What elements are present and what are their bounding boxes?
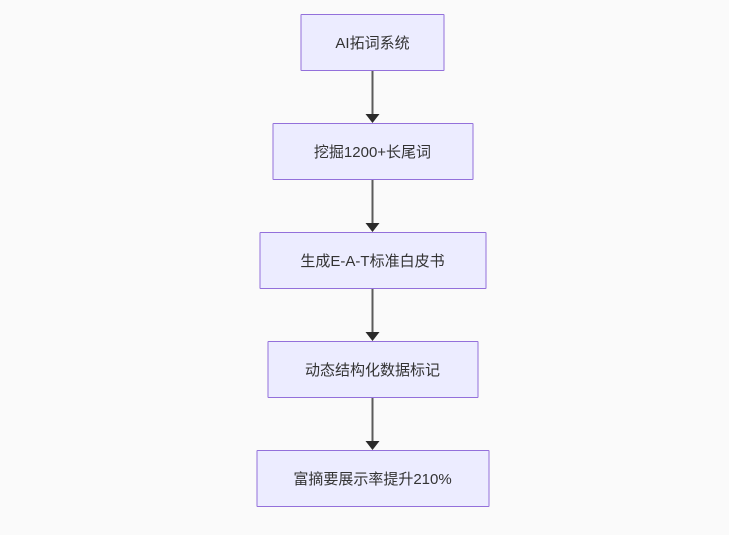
- arrowhead-down-icon: [365, 441, 380, 450]
- flow-node-label: 挖掘1200+长尾词: [313, 144, 432, 161]
- arrow-connector: [365, 180, 381, 232]
- arrow-connector: [365, 289, 381, 341]
- arrow-connector: [365, 398, 381, 450]
- arrowhead-down-icon: [365, 223, 380, 232]
- arrow-line: [371, 289, 374, 333]
- flow-node-rich-snippet-result: 富摘要展示率提升210%: [256, 450, 489, 507]
- arrow-line: [371, 398, 374, 442]
- arrowhead-down-icon: [365, 114, 380, 123]
- flow-node-label: 生成E-A-T标准白皮书: [300, 253, 445, 270]
- flow-node-label: 动态结构化数据标记: [304, 362, 440, 379]
- flow-node-label: 富摘要展示率提升210%: [293, 471, 452, 488]
- flow-node-eat-whitepaper: 生成E-A-T标准白皮书: [259, 232, 486, 289]
- flowchart: AI拓词系统 挖掘1200+长尾词 生成E-A-T标准白皮书 动态结构化数据标记: [256, 14, 489, 507]
- flow-node-ai-word-system: AI拓词系统: [300, 14, 445, 71]
- arrow-line: [371, 71, 374, 115]
- arrow-line: [371, 180, 374, 224]
- flow-node-longtail-mining: 挖掘1200+长尾词: [272, 123, 473, 180]
- flow-node-structured-data: 动态结构化数据标记: [267, 341, 478, 398]
- arrowhead-down-icon: [365, 332, 380, 341]
- arrow-connector: [365, 71, 381, 123]
- flow-node-label: AI拓词系统: [335, 35, 410, 52]
